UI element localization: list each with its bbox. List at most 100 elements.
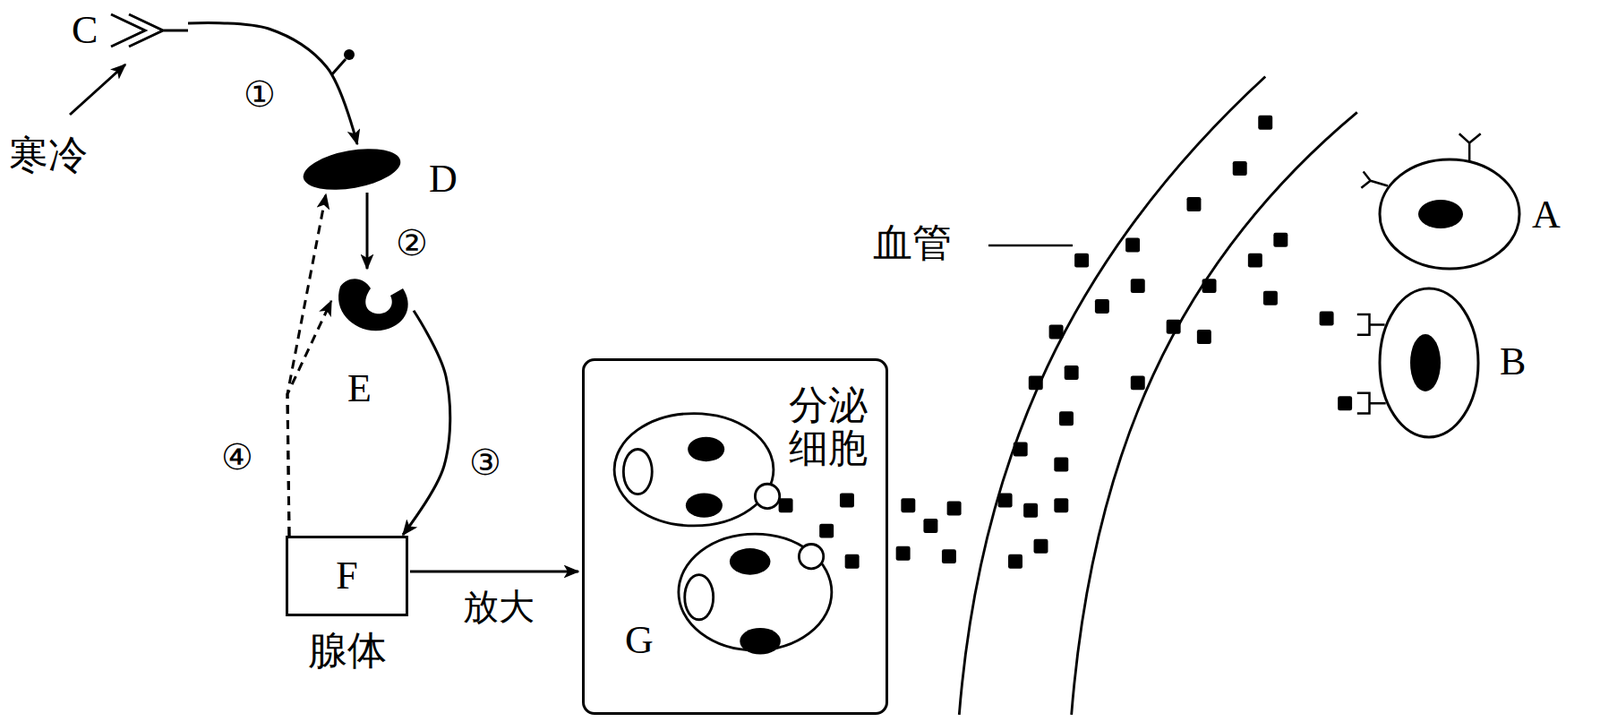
hormone-molecule bbox=[1053, 497, 1069, 513]
node-label: E bbox=[347, 367, 372, 411]
node-shape bbox=[1377, 286, 1481, 439]
gland-box: F腺体 bbox=[285, 535, 409, 617]
receptor-symbol bbox=[111, 14, 189, 47]
secretion-pit bbox=[754, 483, 779, 508]
part-label: 血管 bbox=[872, 222, 952, 266]
hormone-molecule bbox=[1130, 375, 1146, 390]
leader-line bbox=[988, 244, 1073, 248]
hormone-molecule bbox=[1049, 324, 1064, 339]
hormone-molecule bbox=[1130, 278, 1146, 293]
stimulus-label: 寒冷 bbox=[8, 134, 88, 178]
callout-number: ④ bbox=[219, 437, 256, 478]
cell-membrane bbox=[1379, 288, 1479, 437]
connector-arrow bbox=[287, 300, 332, 536]
hormone-molecule bbox=[839, 492, 855, 507]
node-sublabel: 腺体 bbox=[308, 629, 387, 673]
hormone-molecule bbox=[1028, 375, 1044, 390]
hormone-molecule bbox=[1023, 503, 1038, 518]
hormone-molecule bbox=[896, 546, 911, 561]
hormone-molecule bbox=[1013, 441, 1028, 456]
receptor-symbol bbox=[1357, 393, 1387, 414]
hormone-molecule bbox=[900, 497, 916, 513]
node-label: F bbox=[335, 554, 358, 598]
hormone-molecule bbox=[1337, 395, 1352, 411]
callout-number: ② bbox=[393, 223, 430, 264]
pituitary-blob: E bbox=[331, 268, 414, 334]
hormone-molecule bbox=[1232, 161, 1248, 176]
pituitary-shape bbox=[338, 278, 409, 331]
cell-nucleus bbox=[729, 547, 771, 575]
target-cell: A bbox=[1377, 157, 1522, 271]
node-sublabel: G bbox=[624, 618, 654, 662]
node-shape bbox=[300, 145, 403, 193]
hormone-molecule bbox=[1186, 196, 1201, 212]
hormone-molecule bbox=[1064, 365, 1079, 380]
secretory-cell bbox=[614, 413, 774, 526]
hormone-molecule bbox=[1095, 299, 1110, 314]
cell-nucleus bbox=[685, 492, 723, 517]
node-shape bbox=[1377, 157, 1522, 271]
node-label: D bbox=[428, 157, 458, 201]
cell-membrane bbox=[1379, 159, 1520, 269]
hormone-molecule bbox=[1257, 115, 1273, 130]
brain-center: D bbox=[300, 145, 403, 193]
magnified-view: 分泌细胞 G bbox=[581, 358, 889, 715]
hormone-molecule bbox=[1034, 539, 1049, 554]
receptor-symbol bbox=[1357, 314, 1386, 335]
hormone-molecule bbox=[1074, 253, 1089, 268]
node-label: C bbox=[71, 8, 98, 52]
hormone-molecule bbox=[1263, 290, 1278, 306]
node-label: 分泌细胞 bbox=[788, 384, 868, 471]
callout-number: 放大 bbox=[461, 587, 537, 627]
callout-number: ③ bbox=[467, 443, 504, 483]
receptor-symbol bbox=[1459, 133, 1481, 161]
hormone-molecule bbox=[1059, 410, 1074, 426]
hormone-molecule bbox=[819, 523, 834, 539]
cell-nucleus bbox=[1410, 333, 1441, 392]
synapse-knob bbox=[343, 49, 355, 60]
hormone-molecule bbox=[1248, 253, 1263, 268]
cell-nucleus bbox=[1418, 199, 1464, 229]
connector-arrow bbox=[188, 23, 358, 145]
node-shape bbox=[109, 10, 189, 51]
vessel-wall bbox=[1071, 111, 1358, 714]
connector-arrow bbox=[402, 310, 451, 535]
hormone-molecule bbox=[1197, 329, 1212, 344]
hormone-molecule bbox=[1202, 278, 1217, 293]
receptor-symbol bbox=[1360, 171, 1388, 188]
cell-nucleus bbox=[739, 627, 781, 655]
connector-arrow bbox=[287, 194, 326, 536]
hormone-molecule bbox=[1053, 457, 1069, 472]
synapse-stem bbox=[331, 59, 346, 76]
hormone-molecule bbox=[1273, 232, 1288, 248]
cell-vacuole bbox=[684, 574, 714, 620]
hormone-molecule bbox=[998, 492, 1013, 507]
hormone-molecule bbox=[1319, 311, 1335, 326]
cell-vacuole bbox=[623, 448, 652, 494]
secretion-pit bbox=[798, 543, 823, 568]
vessel-wall bbox=[958, 76, 1266, 714]
hormone-molecule bbox=[845, 554, 860, 569]
sensory-ending: C bbox=[109, 10, 189, 51]
hormone-molecule bbox=[1125, 238, 1140, 253]
hormone-molecule bbox=[778, 497, 794, 513]
stimulus-arrow bbox=[69, 64, 126, 115]
node-label: B bbox=[1499, 340, 1526, 384]
hormone-molecule bbox=[1166, 319, 1181, 334]
node-label: A bbox=[1531, 193, 1561, 237]
hormone-molecule bbox=[923, 518, 938, 533]
connector-arrow bbox=[366, 192, 369, 269]
callout-number: ① bbox=[241, 75, 278, 115]
brain-blob bbox=[299, 142, 404, 197]
hormone-molecule bbox=[941, 548, 957, 564]
cell-nucleus bbox=[687, 436, 725, 462]
hormone-molecule bbox=[947, 501, 962, 516]
target-cell: B bbox=[1377, 286, 1481, 439]
hormone-molecules bbox=[778, 115, 1353, 569]
scaled-illustration bbox=[614, 76, 1481, 714]
node-shape bbox=[331, 268, 414, 334]
connector-arrow bbox=[410, 570, 579, 574]
